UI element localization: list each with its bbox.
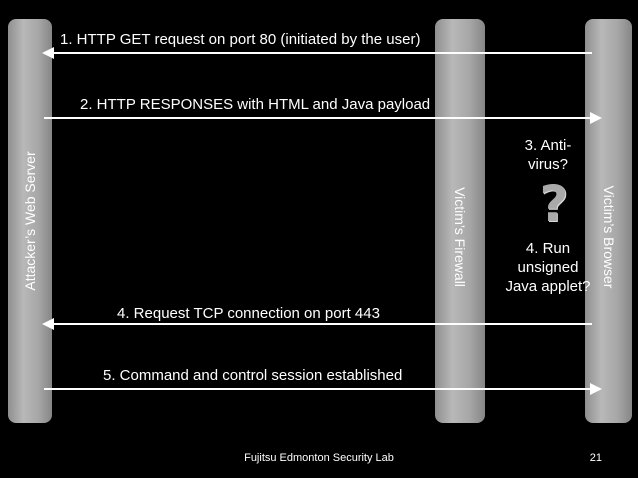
step-2-label: 2. HTTP RESPONSES with HTML and Java pay… — [80, 96, 431, 113]
arrow-step-1 — [42, 47, 592, 59]
attacker-server-label: Attacker’s Web Server — [22, 151, 38, 291]
victim-firewall-label: Victim’s Firewall — [452, 187, 468, 288]
footer-title: Fujitsu Edmonton Security Lab — [244, 452, 394, 464]
step-4-run-applet-label: 4. Run unsigned Java applet? — [505, 240, 591, 295]
arrow-step-2 — [44, 112, 602, 124]
attacker-server-pillar: Attacker’s Web Server — [8, 19, 52, 423]
victim-firewall-pillar: Victim’s Firewall — [435, 19, 485, 423]
page-number: 21 — [589, 452, 602, 464]
arrow-step-4 — [42, 318, 592, 330]
step-3-antivirus-label: 3. Anti-virus? — [524, 137, 572, 173]
step-5-label: 5. Command and control session establish… — [103, 367, 403, 384]
step-1-label: 1. HTTP GET request on port 80 (initiate… — [60, 31, 421, 48]
victim-browser-label: Victim’s Browser — [600, 185, 617, 289]
victim-browser-pillar: Victim’s Browser — [585, 19, 632, 423]
question-mark-icon: ? — [539, 175, 569, 233]
step-4-label: 4. Request TCP connection on port 443 — [117, 305, 380, 322]
arrow-step-5 — [44, 383, 602, 395]
